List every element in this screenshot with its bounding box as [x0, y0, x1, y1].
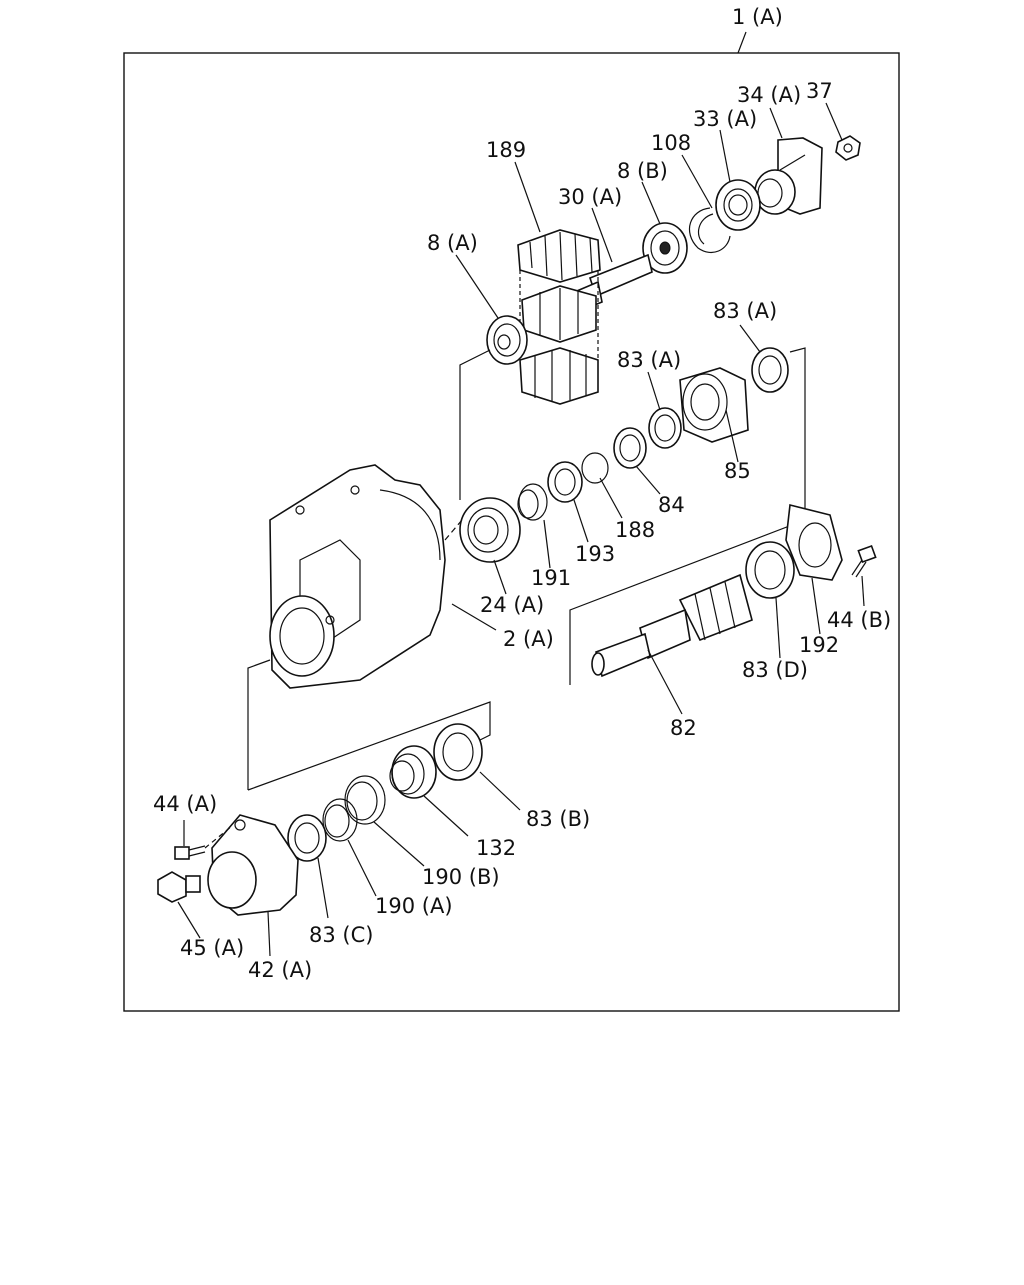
- bracket-lower-right: [247, 701, 491, 791]
- label-190B: 190 (B): [422, 865, 500, 889]
- label-34A: 34 (A): [737, 83, 801, 107]
- part-193-ring: [547, 461, 583, 503]
- assembly-leader: [737, 31, 747, 54]
- part-83B-bearing: [433, 723, 483, 781]
- assembly-frame: [123, 52, 900, 1012]
- part-191-spacer: [517, 483, 548, 521]
- label-42A: 42 (A): [248, 958, 312, 982]
- label-108: 108: [651, 131, 691, 155]
- label-30A: 30 (A): [558, 185, 622, 209]
- part-33A-bearing: [715, 179, 761, 231]
- label-8B: 8 (B): [617, 159, 668, 183]
- part-37-nut: [835, 135, 861, 161]
- label-24A: 24 (A): [480, 593, 544, 617]
- label-193: 193: [575, 542, 615, 566]
- part-132-seal: [389, 745, 437, 799]
- label-33A: 33 (A): [693, 107, 757, 131]
- bracket-upper: [459, 349, 491, 500]
- part-45A-plug: [157, 871, 201, 903]
- label-190A: 190 (A): [375, 894, 453, 918]
- part-42A-cover: [207, 814, 299, 916]
- part-44B-bolt: [851, 544, 877, 578]
- part-190B-ring: [344, 775, 386, 825]
- label-192: 192: [799, 633, 839, 657]
- part-83A-needle-bearing-mid: [648, 407, 682, 449]
- part-108-snap-ring: [688, 207, 731, 253]
- part-44A-bolt: [174, 825, 233, 860]
- part-34A-flange: [754, 137, 823, 215]
- bracket-lower: [247, 659, 271, 790]
- part-189-gear-cluster: [517, 229, 601, 405]
- label-132: 132: [476, 836, 516, 860]
- label-83B: 83 (B): [526, 807, 590, 831]
- part-83C-bearing: [287, 814, 327, 862]
- label-189: 189: [486, 138, 526, 162]
- part-188-snap-ring: [581, 452, 609, 484]
- label-85: 85: [724, 459, 751, 483]
- part-8A-bearing: [486, 315, 528, 365]
- label-191: 191: [531, 566, 571, 590]
- label-8A: 8 (A): [427, 231, 478, 255]
- label-188: 188: [615, 518, 655, 542]
- part-192-plate: [785, 504, 843, 581]
- label-83C: 83 (C): [309, 923, 373, 947]
- part-84-washer: [613, 427, 647, 469]
- label-2A: 2 (A): [503, 627, 554, 651]
- label-83A-top: 83 (A): [713, 299, 777, 323]
- label-45A: 45 (A): [180, 936, 244, 960]
- part-2A-housing: [269, 464, 446, 689]
- label-83D: 83 (D): [742, 658, 808, 682]
- part-83A-needle-bearing-top: [751, 347, 789, 393]
- part-190A-ring: [322, 798, 358, 842]
- label-37: 37: [806, 79, 833, 103]
- part-82-shaft: [591, 573, 753, 678]
- label-44A: 44 (A): [153, 792, 217, 816]
- label-44B: 44 (B): [827, 608, 891, 632]
- assembly-label: 1 (A): [732, 5, 783, 29]
- part-83D-bearing: [745, 541, 795, 599]
- part-24A-bearing: [459, 497, 521, 563]
- label-84: 84: [658, 493, 685, 517]
- part-85-gear: [679, 367, 749, 443]
- label-83A-mid: 83 (A): [617, 348, 681, 372]
- label-82: 82: [670, 716, 697, 740]
- part-8B-bearing: [642, 222, 688, 274]
- bracket-upper-dash: [444, 519, 463, 541]
- leader-lines: [177, 102, 865, 957]
